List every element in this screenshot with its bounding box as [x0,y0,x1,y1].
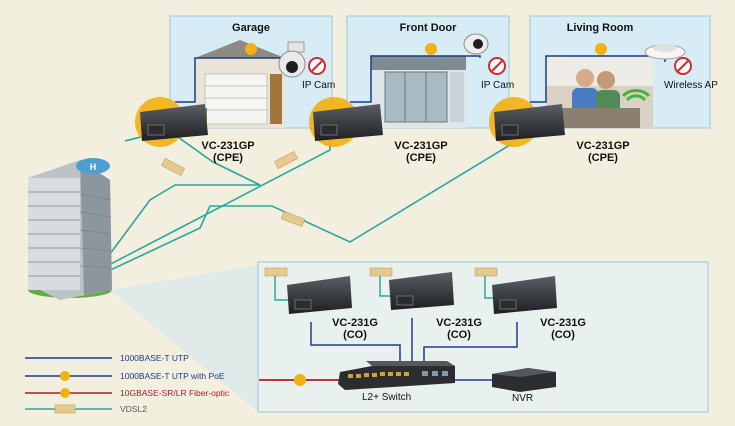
legend-label-utp-poe: 1000BASE-T UTP with PoE [120,371,225,381]
room-panel-garage [169,15,333,129]
co-device-2 [389,272,454,310]
vdsl-tag-co-1 [264,267,288,277]
svg-text:H: H [90,162,97,172]
cpe-label-garage: VC-231GP (CPE) [190,140,266,164]
vdsl-tag-2 [274,150,298,170]
callout-projection [110,265,258,412]
cpe-device-front-door [309,97,383,147]
vdsl-tag-3 [280,211,306,227]
room-panel-living-room [529,15,711,129]
co-role-3: (CO) [551,329,575,341]
cpe-device-living-room [489,97,565,147]
room-title-living-room: Living Room [566,22,634,34]
cpe-role-living-room: (CPE) [588,152,618,164]
device-label-front-door: IP Cam [481,80,515,91]
co-label-3: VC-231G (CO) [528,317,598,341]
co-device-3 [492,276,557,314]
poe-power-icons [308,57,692,75]
co-model-2: VC-231G [436,317,482,329]
device-label-garage: IP Cam [302,80,336,91]
cpe-role-front-door: (CPE) [406,152,436,164]
cpe-device-garage [135,97,208,147]
building-icon: H [28,158,112,300]
legend-swatches [25,357,112,414]
wireless-ap-icon [644,44,686,60]
poe-badges [245,43,607,386]
co-model-1: VC-231G [332,317,378,329]
co-label-2: VC-231G (CO) [424,317,494,341]
room-title-garage: Garage [232,22,270,34]
switch-label: L2+ Switch [362,392,412,403]
co-device-1 [287,276,352,314]
cpe-model-living-room: VC-231GP [576,140,630,152]
l2-switch-icon [338,361,455,390]
vdsl-tag-co-3 [474,267,498,277]
co-role-2: (CO) [447,329,471,341]
room-panel-front-door [346,15,510,129]
cpe-label-front-door: VC-231GP (CPE) [383,140,459,164]
ip-cam-icon-front-door [463,33,489,55]
cpe-model-front-door: VC-231GP [394,140,448,152]
co-role-1: (CO) [343,329,367,341]
cpe-model-garage: VC-231GP [201,140,255,152]
vdsl-tag-co-2 [369,267,393,277]
cpe-label-living-room: VC-231GP (CPE) [565,140,641,164]
legend-label-fiber: 10GBASE-SR/LR Fiber-optic [120,388,230,398]
ip-cam-icon-garage [278,41,306,78]
nvr-label: NVR [512,393,534,404]
nvr-icon [492,368,556,392]
legend-label-utp: 1000BASE-T UTP [120,353,189,363]
legend-label-vdsl: VDSL2 [120,404,147,414]
room-title-front-door: Front Door [399,22,457,34]
co-model-3: VC-231G [540,317,586,329]
co-label-1: VC-231G (CO) [320,317,390,341]
cpe-role-garage: (CPE) [213,152,243,164]
vdsl-tag-1 [161,157,185,177]
device-label-living-room: Wireless AP [664,80,718,91]
